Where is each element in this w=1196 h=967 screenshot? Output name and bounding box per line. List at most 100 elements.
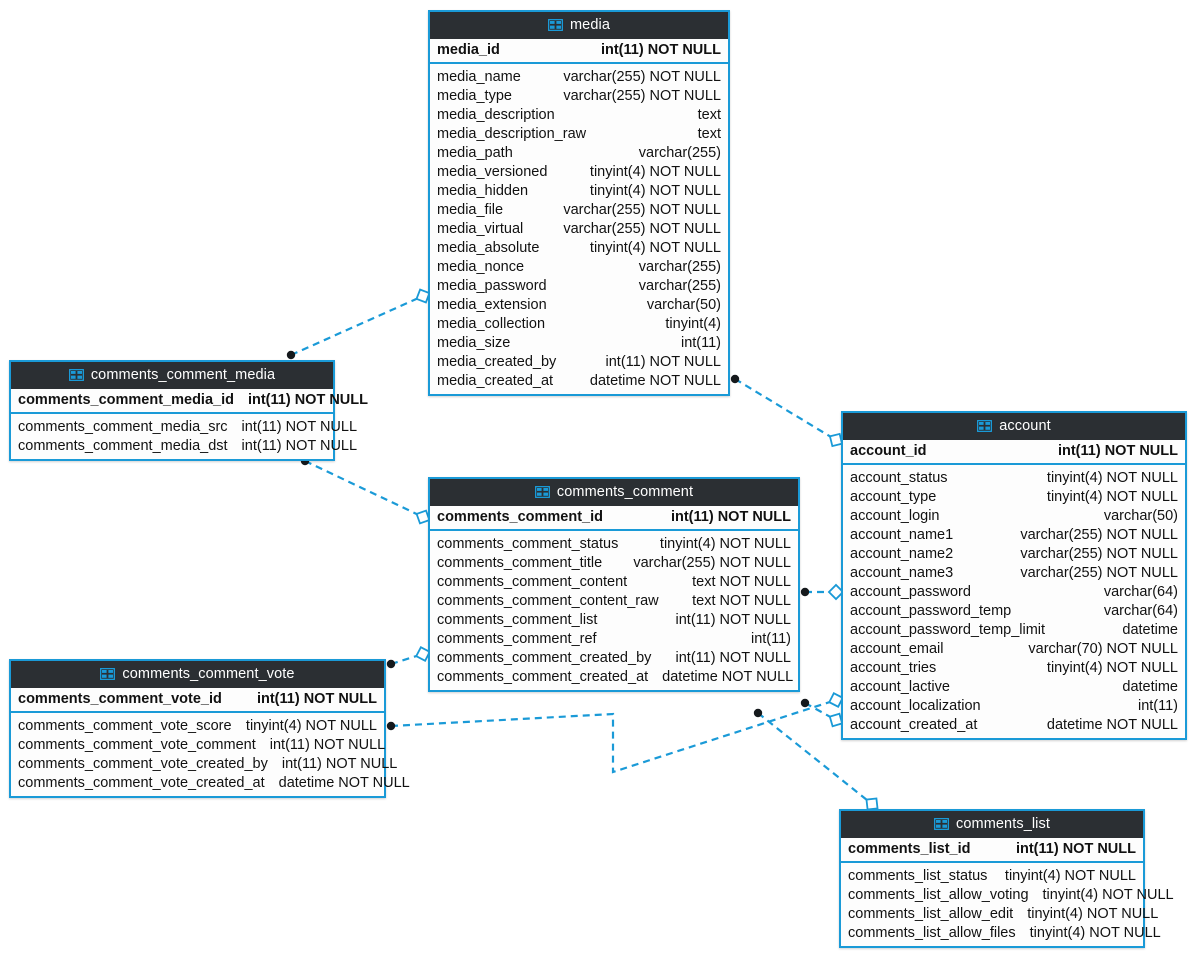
column-type: int(11) NOT NULL — [670, 509, 791, 525]
column-type: varchar(255) — [638, 258, 721, 275]
column-name: media_id — [437, 42, 500, 58]
column-name: media_versioned — [437, 163, 548, 180]
relationship-ccm_src-to-comments_comment[interactable] — [300, 456, 431, 525]
column-type: tinyint(4) NOT NULL — [1029, 924, 1161, 941]
column-name: media_size — [437, 334, 511, 351]
relationship-cc_created_at-to-account[interactable] — [800, 698, 844, 728]
relationship-ccv_score-to-comments_comment[interactable] — [386, 646, 431, 669]
column-type: varchar(255) — [638, 144, 721, 161]
table-header-media[interactable]: media — [430, 12, 728, 39]
relationship-source-dot — [800, 698, 810, 708]
table-header-account[interactable]: account — [843, 413, 1185, 440]
column-type: varchar(255) NOT NULL — [563, 87, 721, 104]
relationship-ccv_score-to-account[interactable] — [386, 692, 844, 774]
table-header-comments_comment[interactable]: comments_comment — [430, 479, 798, 506]
table-header-comments_list[interactable]: comments_list — [841, 811, 1143, 838]
column-name: comments_list_id — [848, 841, 971, 857]
table-title: comments_comment — [556, 483, 694, 500]
relationship-line — [390, 698, 837, 774]
relationship-media_created_by-to-account[interactable] — [730, 374, 844, 448]
relationship-source-dot — [730, 374, 740, 384]
column-type: varchar(64) — [1103, 602, 1178, 619]
relationship-line — [804, 702, 837, 721]
table-header-comments_comment_vote[interactable]: comments_comment_vote — [11, 661, 384, 688]
column-name: comments_comment_media_dst — [18, 437, 228, 454]
relationship-cc_created_by-to-account[interactable] — [800, 583, 845, 601]
column-type: tinyint(4) NOT NULL — [1027, 905, 1159, 922]
table-header-comments_comment_media[interactable]: comments_comment_media — [11, 362, 333, 389]
column-type: varchar(50) — [1103, 507, 1178, 524]
column-name: account_id — [850, 443, 927, 459]
column-type: tinyint(4) NOT NULL — [589, 239, 721, 256]
relationship-line — [290, 294, 424, 357]
relationship-source-dot — [386, 659, 396, 669]
relationship-ccm_dst-to-media[interactable] — [286, 288, 431, 360]
column-name: comments_comment_created_by — [437, 649, 652, 666]
column-type: tinyint(4) NOT NULL — [1046, 488, 1178, 505]
